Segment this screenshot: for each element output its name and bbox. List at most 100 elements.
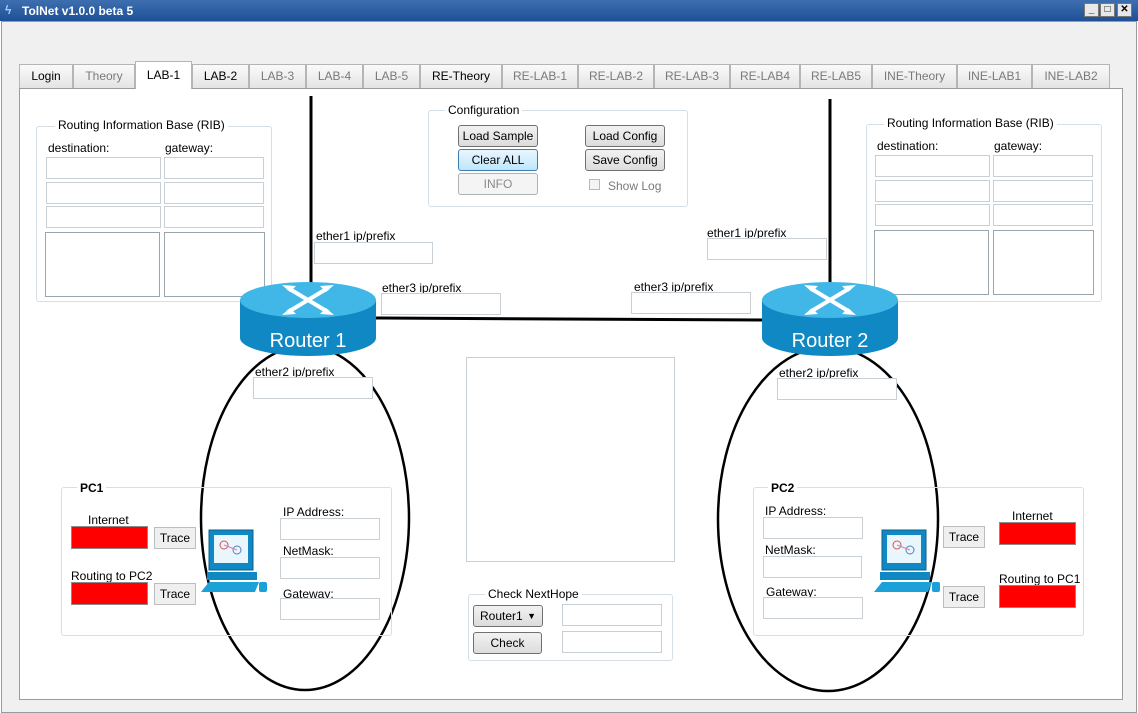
clear-all-button[interactable]: Clear ALL [458,149,538,171]
rib-left-dest-2[interactable] [46,182,161,204]
rib-left-gw-3[interactable] [164,206,264,228]
title-bar[interactable]: ϟ TolNet v1.0.0 beta 5 _ □ ✕ [0,0,1138,21]
router2-ether3-input[interactable] [631,292,751,314]
rib-left-gw-list[interactable] [164,232,265,297]
rib-right-dest-1[interactable] [875,155,990,177]
tab-ine-theory[interactable]: INE-Theory [872,64,957,88]
router1-ether2-label: ether2 ip/prefix [255,365,335,379]
check-button[interactable]: Check [473,632,542,654]
router-icon [762,282,898,356]
tab-lab-3[interactable]: LAB-3 [249,64,306,88]
rib-left-dest-list[interactable] [45,232,160,297]
router2-ether1-input[interactable] [707,238,827,260]
pc2-routing-status [999,585,1076,608]
nexthop-title: Check NextHope [485,587,582,601]
router2-ether3-label: ether3 ip/prefix [634,280,714,294]
rib-right-dest-list[interactable] [874,230,989,295]
rib-left-dest-1[interactable] [46,157,161,179]
pc1-trace-internet-button[interactable]: Trace [154,527,196,549]
minimize-button[interactable]: _ [1084,3,1099,17]
pc1-gateway-label: Gateway: [283,587,334,601]
tab-lab-2[interactable]: LAB-2 [192,64,249,88]
pc1-routing-status [71,582,148,605]
nexthop-result-output[interactable] [562,631,662,653]
router2-ether1-label: ether1 ip/prefix [707,226,787,240]
router1-ether1-input[interactable] [314,242,433,264]
window-title: TolNet v1.0.0 beta 5 [22,4,134,18]
ether3-link [371,316,766,322]
load-sample-button[interactable]: Load Sample [458,125,538,147]
pc2-routing-label: Routing to PC1 [999,572,1081,586]
pc2-ip-label: IP Address: [765,504,827,518]
pc1-group [61,487,392,636]
pc2-gateway-input[interactable] [763,597,863,619]
maximize-button[interactable]: □ [1100,3,1115,17]
show-log-label: Show Log [608,179,662,193]
rib-right-gw-3[interactable] [993,204,1093,226]
tab-re-lab5[interactable]: RE-LAB5 [800,64,872,88]
tab-re-theory[interactable]: RE-Theory [420,64,502,88]
router1[interactable]: Router 1 [238,280,378,360]
router-select-value: Router1 [480,609,523,623]
router-select[interactable]: Router1 ▼ [473,605,543,627]
save-config-button[interactable]: Save Config [585,149,665,171]
pc2-trace-routing-button[interactable]: Trace [943,586,985,608]
tab-lab-5[interactable]: LAB-5 [363,64,420,88]
pc1-ip-input[interactable] [280,518,380,540]
pc2-group [753,487,1084,636]
tab-re-lab-2[interactable]: RE-LAB-2 [578,64,654,88]
tab-ine-lab1[interactable]: INE-LAB1 [957,64,1032,88]
tab-re-lab-3[interactable]: RE-LAB-3 [654,64,730,88]
tab-re-lab-1[interactable]: RE-LAB-1 [502,64,578,88]
tab-login[interactable]: Login [19,64,73,88]
router1-ether2-input[interactable] [253,377,373,399]
configuration-group [428,110,688,207]
router1-name: Router 1 [269,330,347,352]
tab-ine-lab2[interactable]: INE-LAB2 [1032,64,1110,88]
pc1-routing-label: Routing to PC2 [71,569,153,583]
router-icon [240,282,376,356]
pc2-ip-input[interactable] [763,517,863,539]
show-log-checkbox[interactable] [589,179,600,190]
rib-left-gw-1[interactable] [164,157,264,179]
router2-name: Router 2 [791,330,869,352]
router1-ether3-label: ether3 ip/prefix [382,281,462,295]
tab-lab-4[interactable]: LAB-4 [306,64,363,88]
rib-right-dest-2[interactable] [875,180,990,202]
tab-lab-1[interactable]: LAB-1 [135,61,192,89]
configuration-title: Configuration [445,103,523,117]
rib-left-destination-label: destination: [48,141,110,155]
rib-right-gw-2[interactable] [993,180,1093,202]
rib-right-gw-1[interactable] [993,155,1093,177]
tab-re-lab4[interactable]: RE-LAB4 [730,64,800,88]
app-icon: ϟ [5,3,12,17]
rib-left-dest-3[interactable] [46,206,161,228]
router1-ether3-input[interactable] [381,293,501,315]
rib-left-title: Routing Information Base (RIB) [55,118,228,132]
rib-right-dest-3[interactable] [875,204,990,226]
router1-ether1-label: ether1 ip/prefix [316,229,396,243]
pc2-trace-internet-button[interactable]: Trace [943,526,985,548]
pc2-netmask-input[interactable] [763,556,862,578]
info-button[interactable]: INFO [458,173,538,195]
router2[interactable]: Router 2 [760,280,900,360]
tab-theory[interactable]: Theory [73,64,135,88]
pc2-gateway-label: Gateway: [766,585,817,599]
pc2-title: PC2 [768,481,798,495]
rib-right-gw-list[interactable] [993,230,1094,295]
pc1-internet-label: Internet [88,513,129,527]
load-config-button[interactable]: Load Config [585,125,665,147]
pc1-trace-routing-button[interactable]: Trace [154,583,196,605]
nexthop-destination-input[interactable] [562,604,662,626]
router2-ether2-input[interactable] [777,378,897,400]
pc2-internet-label: Internet [1012,509,1053,523]
computer-icon [872,528,944,596]
rib-left-gw-2[interactable] [164,182,264,204]
rib-right-destination-label: destination: [877,139,939,153]
rib-right-title: Routing Information Base (RIB) [884,116,1057,130]
log-textbox[interactable] [466,357,675,562]
pc1-gateway-input[interactable] [280,598,380,620]
pc1-netmask-input[interactable] [280,557,380,579]
close-button[interactable]: ✕ [1117,3,1132,17]
dropdown-arrow-icon: ▼ [527,611,536,621]
